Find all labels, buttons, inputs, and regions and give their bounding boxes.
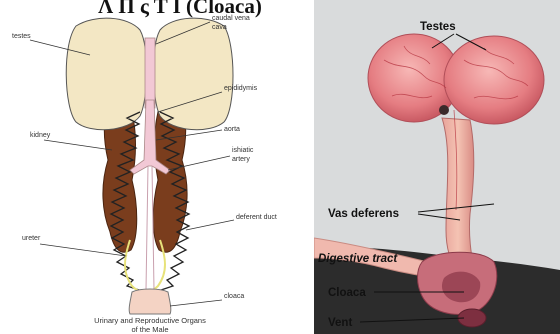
label-ishiatic-artery-1: ishiatic: [232, 147, 254, 154]
anatomy-diagram: testes caudal vena cava epididymis kidne…: [0, 0, 310, 334]
right-testis-photo: [444, 36, 544, 124]
photo-label-vas-deferens: Vas deferens: [328, 208, 399, 220]
label-cloaca: cloaca: [224, 293, 244, 300]
right-testis: [153, 18, 233, 130]
deferent-duct-leader: [186, 220, 234, 230]
left-testis: [66, 18, 147, 130]
caption-line-2: of the Male: [131, 325, 168, 334]
label-testes: testes: [12, 33, 31, 40]
label-ishiatic-artery-2: artery: [232, 156, 250, 163]
label-kidney: kidney: [30, 132, 51, 139]
central-vessel: [146, 166, 154, 290]
dissection-photo: Testes Vas deferens Digestive tract Cloa…: [314, 0, 560, 334]
label-deferent-duct: deferent duct: [236, 214, 277, 221]
caudal-vena-cava: [145, 38, 155, 108]
label-caudal-vena-cava-1: caudal vena: [212, 15, 250, 22]
photo-label-digestive-tract: Digestive tract: [318, 253, 398, 265]
cloaca-shape: [129, 289, 171, 314]
label-caudal-vena-cava-2: cava: [212, 24, 227, 31]
kidney-leader: [44, 140, 112, 150]
photo-label-cloaca: Cloaca: [328, 287, 366, 299]
label-ureter: ureter: [22, 235, 41, 242]
cloaca-leader: [170, 300, 222, 306]
label-aorta: aorta: [224, 126, 240, 133]
caption-line-1: Urinary and Reproductive Organs: [94, 316, 206, 325]
label-epididymis: epididymis: [224, 85, 258, 92]
right-ureter: [146, 240, 165, 292]
photo-label-testes: Testes: [420, 21, 456, 33]
photo-label-vent: Vent: [328, 317, 352, 329]
epididymis-dark-spot: [439, 105, 449, 115]
